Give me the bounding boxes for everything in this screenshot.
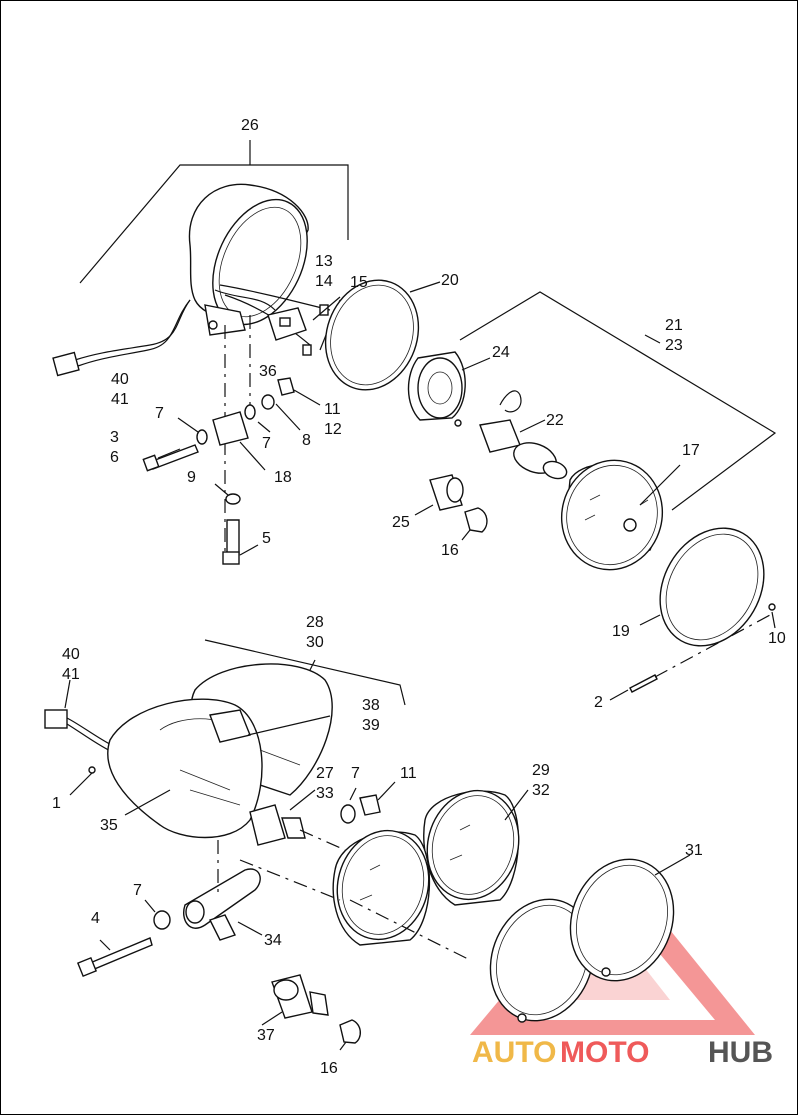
callout-40-lower: 40 <box>62 646 80 663</box>
callout-38: 38 <box>362 697 380 714</box>
watermark-hub: HUB <box>708 1036 773 1069</box>
wiring-harness <box>52 284 331 377</box>
washer-nut-lower <box>340 781 396 824</box>
bulb-16-upper <box>461 507 488 541</box>
watermark-auto: AUTO <box>472 1036 556 1069</box>
callout-17: 17 <box>682 442 700 459</box>
bulb-27-33 <box>249 789 346 851</box>
callout-19: 19 <box>612 623 630 640</box>
twin-trim-ring-31 <box>349 854 691 1023</box>
callout-10: 10 <box>768 630 786 647</box>
callout-labels: 26 13 14 15 20 21 23 24 40 41 36 7 3 6 7… <box>52 117 786 1077</box>
group-bracket-21-23 <box>459 291 777 511</box>
callout-37: 37 <box>257 1027 275 1044</box>
callout-6: 6 <box>110 449 119 466</box>
callout-35: 35 <box>100 817 118 834</box>
callout-13: 13 <box>315 253 333 270</box>
callout-41-upper: 41 <box>111 391 129 408</box>
bulb-16-lower <box>339 1019 361 1051</box>
bulb-socket-25 <box>414 474 464 516</box>
callout-29: 29 <box>532 762 550 779</box>
callout-23: 23 <box>665 337 683 354</box>
callout-18: 18 <box>274 469 292 486</box>
callout-26: 26 <box>241 117 259 134</box>
callout-16-upper: 16 <box>441 542 459 559</box>
mounting-hardware <box>142 315 321 565</box>
gasket-ring-20 <box>324 279 441 391</box>
bulb-socket-37 <box>261 974 329 1026</box>
callout-41-lower: 41 <box>62 666 80 683</box>
callout-12: 12 <box>324 421 342 438</box>
callout-39: 39 <box>362 717 380 734</box>
headlamp-bulb-22 <box>454 390 568 480</box>
callout-7-upper-left: 7 <box>155 405 164 422</box>
callout-14: 14 <box>315 273 333 290</box>
callout-40-upper: 40 <box>111 371 129 388</box>
callout-24: 24 <box>492 344 510 361</box>
callout-34: 34 <box>264 932 282 949</box>
callout-28: 28 <box>306 614 324 631</box>
callout-7-upper-right: 7 <box>262 435 271 452</box>
headlamp-lens-17 <box>560 459 681 571</box>
callout-9: 9 <box>187 469 196 486</box>
callout-2: 2 <box>594 694 603 711</box>
callout-16-lower: 16 <box>320 1060 338 1077</box>
callout-30: 30 <box>306 634 324 651</box>
callout-21: 21 <box>665 317 683 334</box>
callout-22: 22 <box>546 412 564 429</box>
callout-7-lower-left: 7 <box>133 882 142 899</box>
callout-36: 36 <box>259 363 277 380</box>
watermark-moto: MOTO <box>560 1036 649 1069</box>
callout-11-upper: 11 <box>324 401 341 418</box>
callout-15: 15 <box>350 274 368 291</box>
bulb-socket-24 <box>407 351 491 421</box>
twin-headlamp-lenses <box>332 789 529 946</box>
callout-4: 4 <box>91 910 100 927</box>
twin-headlamp-housing <box>69 663 333 839</box>
connector-36 <box>267 307 307 341</box>
callout-32: 32 <box>532 782 550 799</box>
callout-11-lower: 11 <box>400 765 417 782</box>
callout-20: 20 <box>441 272 459 289</box>
callout-5: 5 <box>262 530 271 547</box>
mounting-hardware-lower <box>76 840 341 978</box>
callout-1: 1 <box>52 795 61 812</box>
watermark-text: AUTO MOTO HUB <box>472 1036 773 1069</box>
callout-8: 8 <box>302 432 311 449</box>
group-bracket-26 <box>79 140 349 284</box>
callout-31: 31 <box>685 842 703 859</box>
screw-2 <box>609 614 771 701</box>
group-bracket-28-30 <box>204 639 406 706</box>
headlamp-housing <box>188 183 309 336</box>
callout-3: 3 <box>110 429 119 446</box>
callout-27: 27 <box>316 765 334 782</box>
callout-25: 25 <box>392 514 410 531</box>
callout-33: 33 <box>316 785 334 802</box>
trim-ring-19 <box>639 527 776 647</box>
callout-7-lower-mid: 7 <box>351 765 360 782</box>
